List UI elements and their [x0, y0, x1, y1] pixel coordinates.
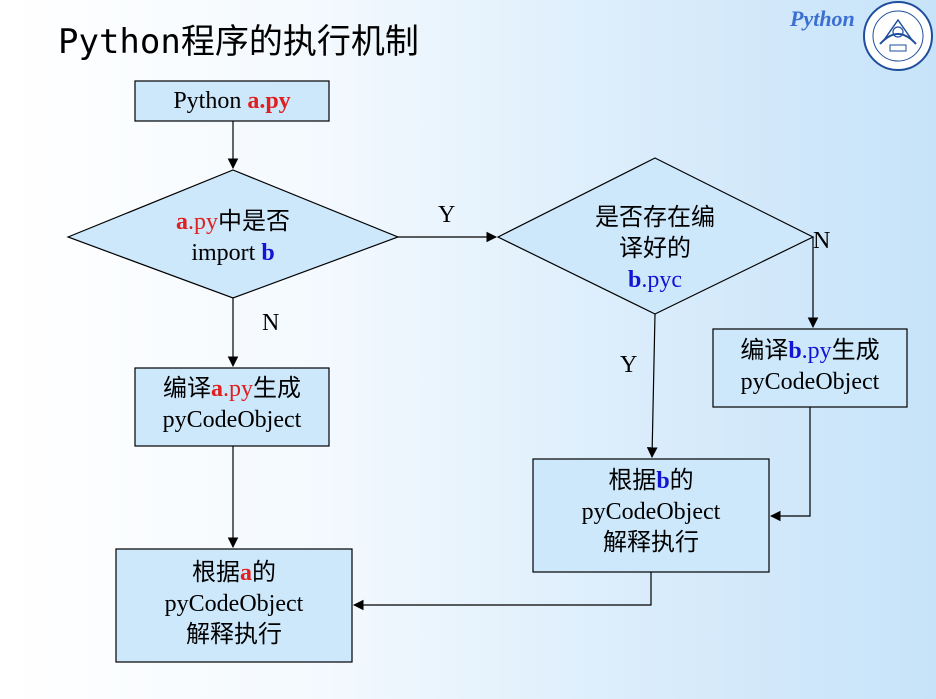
compile-b-box	[712, 328, 908, 408]
start-box	[134, 80, 330, 122]
edge-label-d2-no: N	[813, 228, 831, 254]
exec-a-box	[115, 548, 353, 663]
exec-a-label: 根据a的 pyCodeObject 解释执行	[164, 560, 304, 648]
start-label: Python a.py	[173, 88, 291, 114]
decision1-label: a.py中是否 import b	[176, 209, 290, 266]
edge-label-d2-yes: Y	[620, 352, 638, 378]
university-seal-icon	[863, 1, 933, 71]
edge-exec-b-to-exec-a	[352, 572, 652, 611]
exec-b-box	[532, 458, 770, 573]
edge-label-d1-yes: Y	[438, 202, 456, 228]
compile-a-box	[134, 367, 330, 447]
python-logo-text: Python	[790, 6, 855, 31]
decision2-label: 是否存在编 译好的 b.pyc	[595, 205, 715, 293]
compile-b-label: 编译b.py生成 pyCodeObject	[740, 338, 880, 395]
compile-a-label: 编译a.py生成 pyCodeObject	[162, 376, 302, 433]
edge-compile-b-to-exec-b	[769, 407, 811, 522]
exec-b-label: 根据b的 pyCodeObject 解释执行	[581, 468, 721, 556]
page-title: Python程序的执行机制	[58, 22, 419, 62]
edge-label-d1-no: N	[262, 310, 280, 336]
edge-d2-yes	[646, 313, 658, 459]
file-name: a.py	[247, 88, 291, 114]
